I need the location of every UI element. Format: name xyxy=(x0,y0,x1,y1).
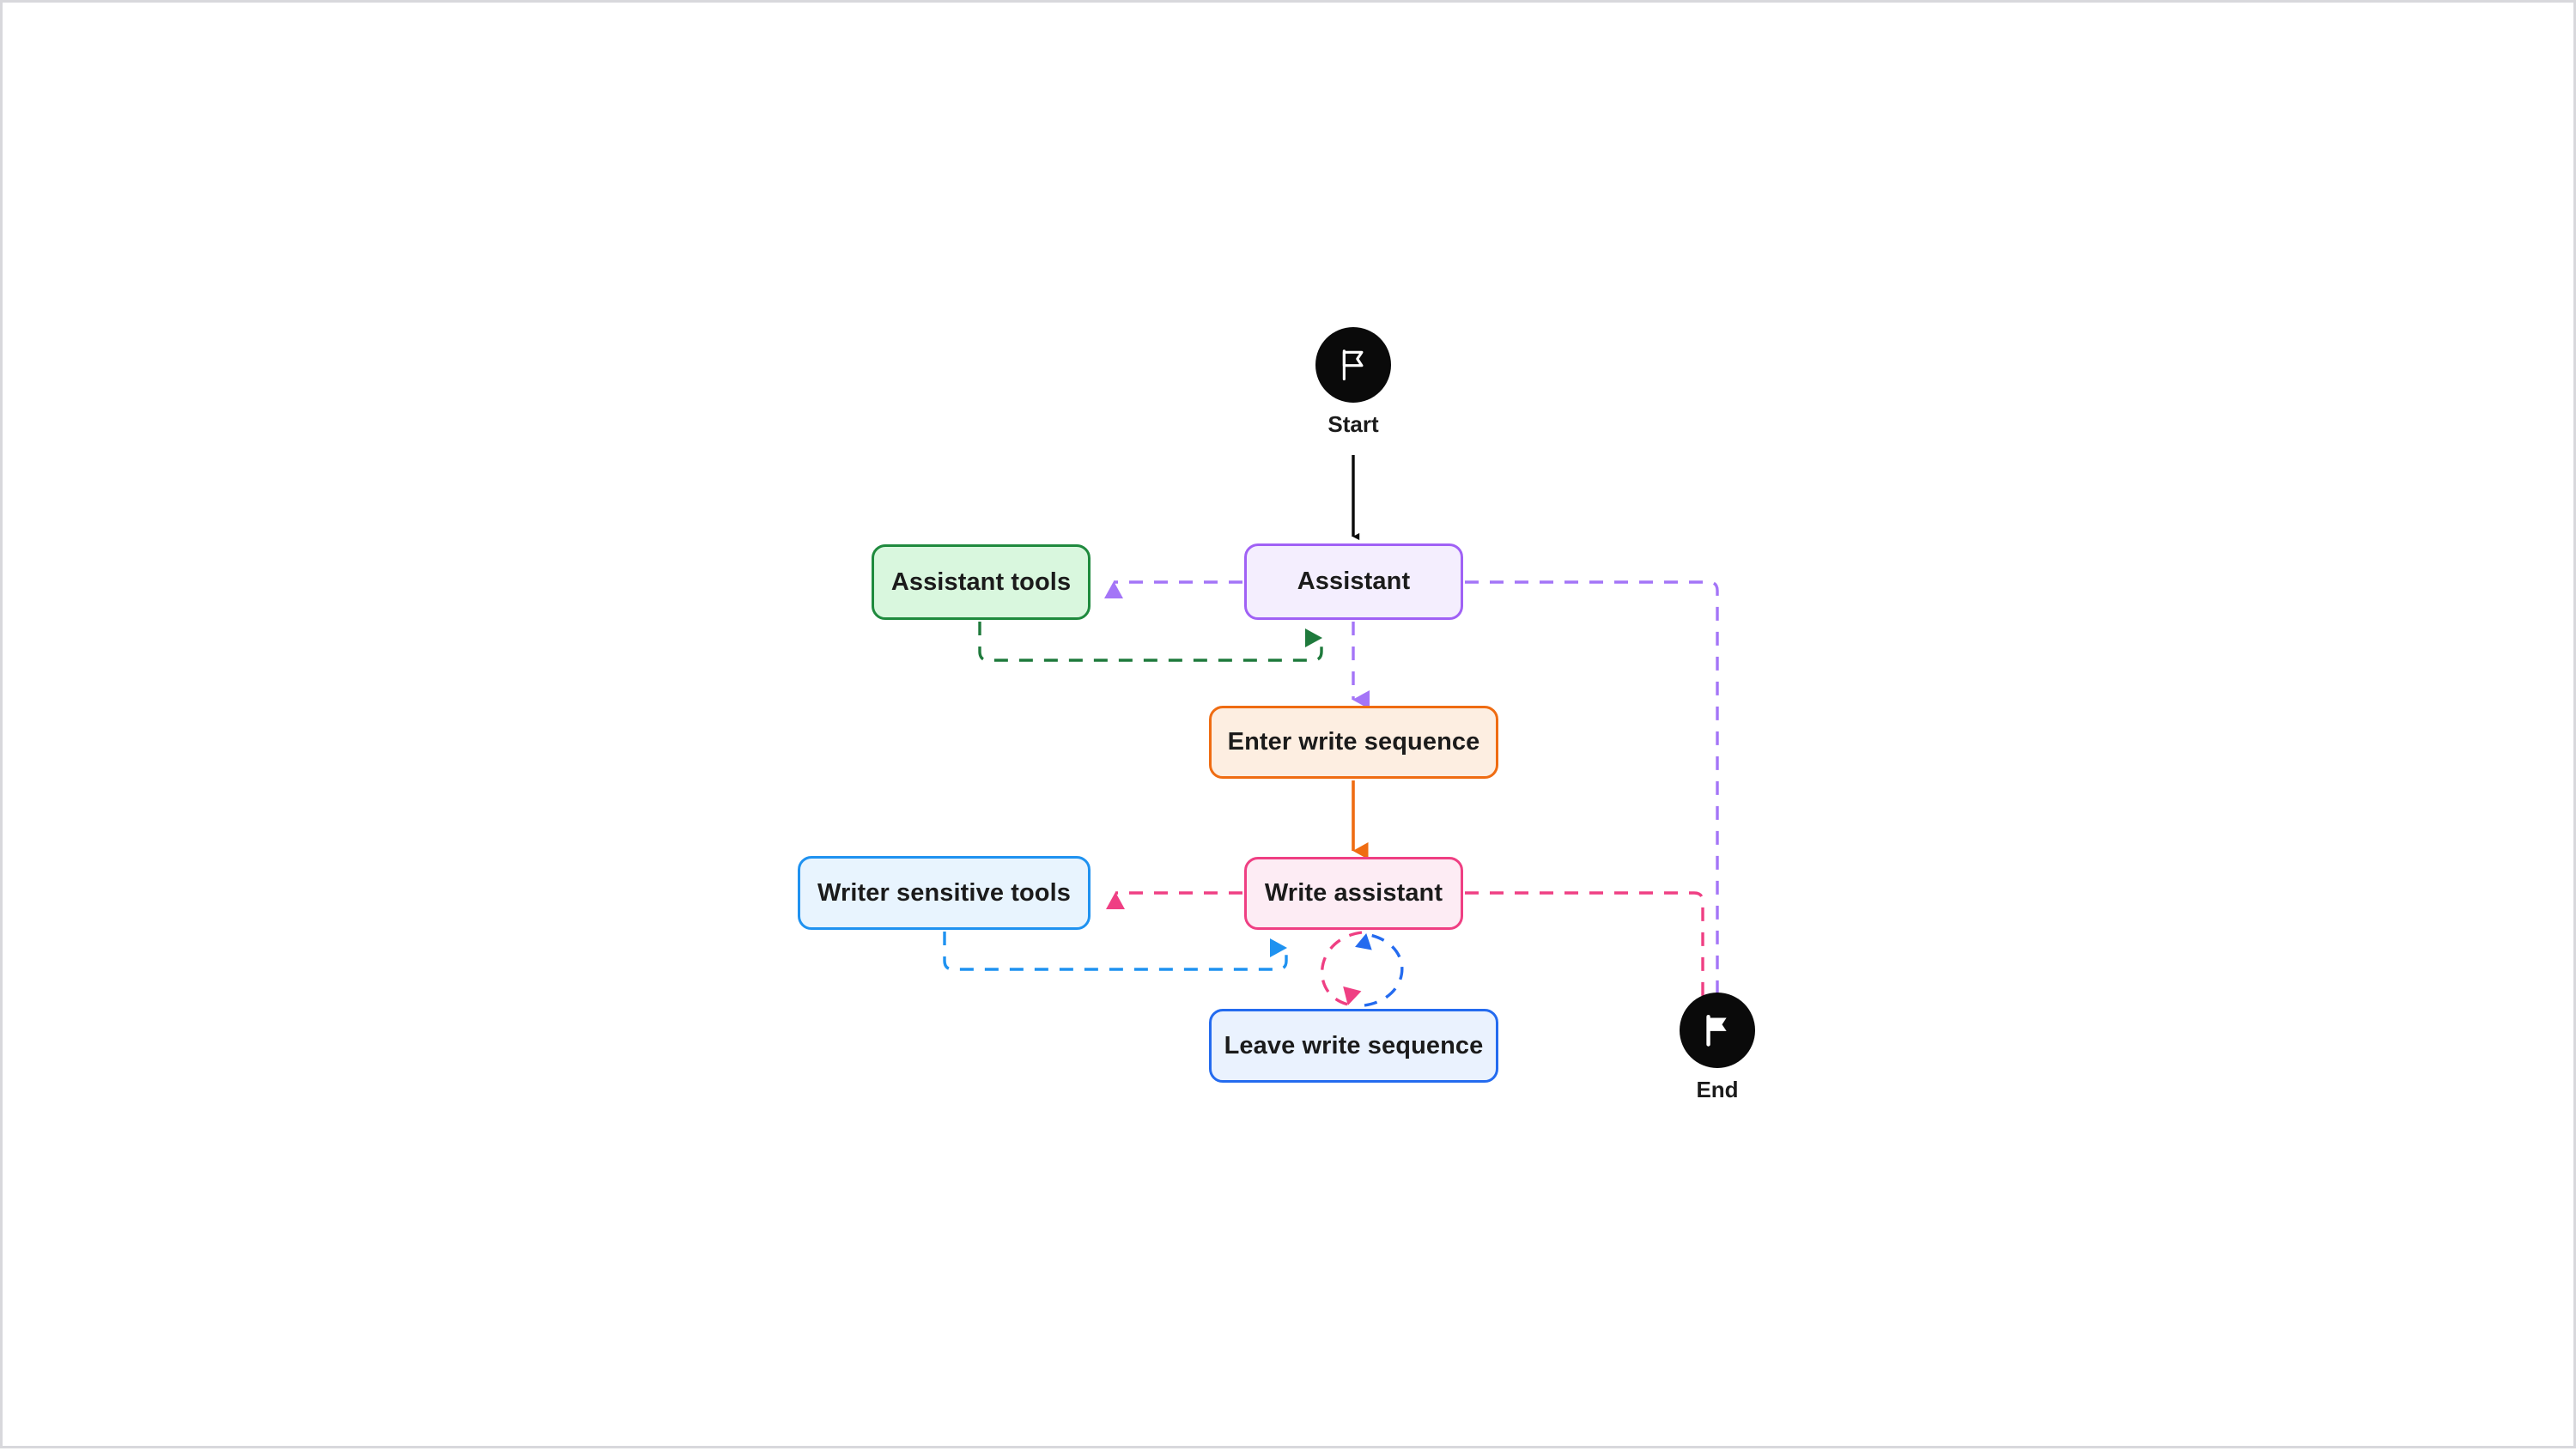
edge-assistant-to-end xyxy=(1465,580,1734,1030)
node-enter-write-sequence[interactable]: Enter write sequence xyxy=(1209,706,1498,779)
node-assistant-label: Assistant xyxy=(1297,568,1411,595)
end-circle xyxy=(1680,993,1755,1068)
node-assistant[interactable]: Assistant xyxy=(1244,543,1463,620)
edge-writer-sensitive-tools-to-write-assistant xyxy=(943,932,1288,971)
edge-write-assistant-to-leave-write-sequence xyxy=(1320,931,1363,1006)
graph-edges xyxy=(943,455,1734,1047)
node-writer-sensitive-tools-label: Writer sensitive tools xyxy=(817,878,1071,907)
flag-outline-icon xyxy=(1342,349,1364,381)
flag-filled-icon xyxy=(1706,1015,1727,1047)
node-assistant-tools-label: Assistant tools xyxy=(890,568,1072,596)
node-leave-write-sequence-label: Leave write sequence xyxy=(1224,1031,1484,1059)
node-writer-sensitive-tools[interactable]: Writer sensitive tools xyxy=(798,856,1091,930)
terminal-start[interactable]: Start xyxy=(1315,327,1391,438)
edge-assistant-tools-to-assistant xyxy=(978,622,1323,662)
node-enter-write-sequence-label: Enter write sequence xyxy=(1227,728,1480,756)
node-assistant-tools[interactable]: Assistant tools xyxy=(872,544,1091,620)
node-write-assistant[interactable]: Write assistant xyxy=(1244,857,1463,930)
end-label: End xyxy=(1696,1077,1739,1102)
terminal-end[interactable]: End xyxy=(1680,993,1755,1103)
start-circle xyxy=(1315,327,1391,403)
start-label: Start xyxy=(1327,411,1379,437)
node-write-assistant-label: Write assistant xyxy=(1264,879,1443,907)
edge-write-assistant-to-end xyxy=(1465,891,1704,1047)
node-leave-write-sequence[interactable]: Leave write sequence xyxy=(1209,1009,1498,1083)
edge-leave-write-sequence-to-write-assistant xyxy=(1355,932,1404,1007)
